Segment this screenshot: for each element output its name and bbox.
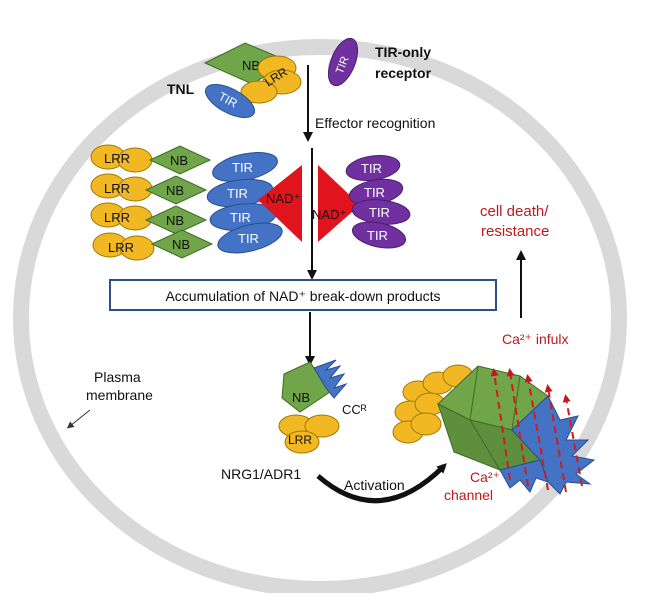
helper-nb-label: NB <box>292 390 310 405</box>
tetramer-nb-4 <box>150 229 214 259</box>
channel-facet-3 <box>469 419 501 471</box>
channel-cc-spikes <box>511 395 596 495</box>
tetramer-nb-3 <box>144 205 208 235</box>
tetramer-tir-label-3: TIR <box>230 210 251 225</box>
helper-cc-label: CCᴿ <box>342 402 367 417</box>
ca-flux-arrow-5 <box>562 394 583 487</box>
purple-tir-label-3: TIR <box>369 205 390 220</box>
tetramer-tir-label-2: TIR <box>227 186 248 201</box>
nad-label-left: NAD⁺ <box>266 191 300 206</box>
ca-flux-arrow-2 <box>506 368 529 487</box>
helper-lrr-2 <box>304 414 340 438</box>
channel-cc-spikes-2 <box>499 459 549 493</box>
tetramer-lrr-label-1: LRR <box>104 151 130 166</box>
tnl-nb-label: NB <box>242 58 260 73</box>
tnl-label: TNL <box>167 81 195 97</box>
nad-label-right: NAD⁺ <box>312 207 346 222</box>
ca-influx-label: Ca²⁺ infulx <box>502 331 569 347</box>
tir-only-oligomer: TIR TIR TIR TIR <box>345 155 411 249</box>
tir-only-shape <box>327 37 359 87</box>
tetramer-lrr-label-4: LRR <box>108 240 134 255</box>
tir-only-label-line2: receptor <box>375 65 432 81</box>
purple-tir-4 <box>351 221 407 249</box>
cell-death-label-line1: cell death/ <box>480 203 549 220</box>
channel-facet-1 <box>469 365 479 421</box>
ca-channel-label-line2: channel <box>444 487 493 503</box>
ca-flux-arrow-3 <box>524 374 549 491</box>
tnl-tir-domain <box>205 83 255 119</box>
nrg1-adr1-label: NRG1/ADR1 <box>221 466 301 482</box>
tetramer-nb-label-3: NB <box>166 213 184 228</box>
helper-nlr: NB CCᴿ LRR NRG1/ADR1 <box>221 359 367 482</box>
tir-only-label-line1: TIR-only <box>375 44 431 60</box>
purple-tir-label-1: TIR <box>361 161 382 176</box>
helper-lrr-3 <box>284 430 320 454</box>
plasma-membrane-label-line2: membrane <box>86 387 153 403</box>
plasma-membrane-label-line1: Plasma <box>94 369 141 385</box>
accumulation-box <box>109 279 497 311</box>
effector-recognition-label: Effector recognition <box>315 115 435 131</box>
cell-death-label-line2: resistance <box>481 223 549 240</box>
plasma-membrane-pointer <box>66 409 91 429</box>
ca-flux-arrow-4 <box>544 384 567 493</box>
accumulation-label: Accumulation of NAD⁺ break-down products <box>165 288 440 304</box>
purple-tir-label-2: TIR <box>364 185 385 200</box>
ca-flux-arrow-1 <box>490 368 511 481</box>
tnl-lrr-3 <box>240 80 278 104</box>
tir-only-receptor: TIR TIR-only receptor <box>327 37 432 87</box>
plasma-membrane-ring <box>13 39 627 597</box>
channel-facet-2 <box>511 375 521 431</box>
nad-wedge-right <box>318 165 360 242</box>
channel-lrr-7 <box>410 412 442 436</box>
tetramer-lrr-label-2: LRR <box>104 181 130 196</box>
tnl-tetramer: LRR LRR LRR LRR NB NB NB NB TIR TIR TIR … <box>90 144 283 261</box>
tetramer-nb-label-4: NB <box>172 237 190 252</box>
tetramer-tir-label-4: TIR <box>238 231 259 246</box>
nad-wedge-left <box>258 165 302 242</box>
helper-lrr-label: LRR <box>288 433 312 447</box>
purple-tir-label-4: TIR <box>367 228 388 243</box>
tetramer-nb-label-2: NB <box>166 183 184 198</box>
tetramer-tir-4 <box>217 222 283 254</box>
activation-arrow <box>316 463 447 504</box>
tetramer-nb-label-1: NB <box>170 153 188 168</box>
tnl-complex: NB LRR TIR TNL <box>167 42 302 119</box>
tetramer-nb-2 <box>144 175 208 205</box>
tetramer-tir-label-1: TIR <box>232 160 253 175</box>
tetramer-nb-1 <box>148 145 212 175</box>
tetramer-lrr-label-3: LRR <box>104 210 130 225</box>
tetramer-lrr-4b <box>119 235 155 261</box>
ca-channel-resistosome <box>392 364 596 495</box>
helper-cc-domain <box>313 359 348 399</box>
ca-channel-label-line1: Ca²⁺ <box>470 469 500 485</box>
activation-label: Activation <box>344 477 405 493</box>
